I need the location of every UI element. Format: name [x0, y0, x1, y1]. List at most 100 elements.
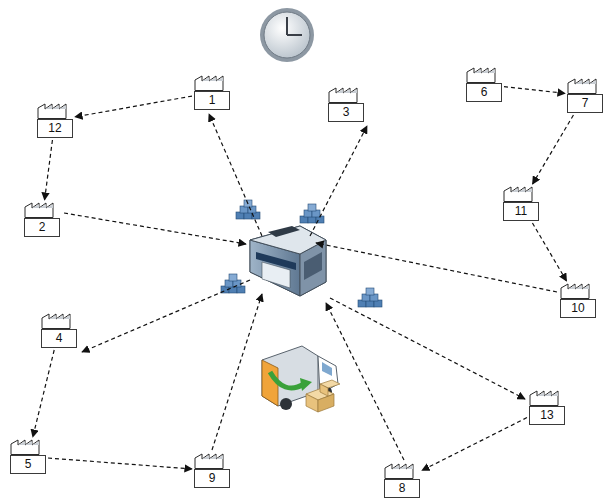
- roof-shade: [45, 106, 66, 110]
- roof-shade: [537, 393, 558, 397]
- factory-icon: [37, 103, 73, 119]
- factory-outline: [42, 314, 70, 329]
- factory-outline: [195, 76, 223, 91]
- roof-shade: [202, 78, 223, 82]
- factory-number: 8: [399, 481, 406, 495]
- roof-shade: [568, 286, 589, 290]
- factory-number: 3: [343, 105, 350, 119]
- factory-number: 5: [25, 457, 32, 471]
- route-connector: [533, 115, 574, 184]
- factory-icon: [567, 78, 603, 94]
- factory-number-box: 3: [328, 103, 364, 122]
- route-connector: [504, 87, 565, 94]
- route-connector: [532, 223, 566, 281]
- factory-number-box: 7: [567, 94, 603, 113]
- factory-node: 12: [37, 103, 73, 138]
- factory-number-box: 1: [194, 91, 230, 110]
- factory-outline: [504, 187, 532, 202]
- factory-icon: [503, 186, 539, 202]
- route-line: [209, 114, 262, 236]
- route-connector: [422, 418, 527, 471]
- factory-number: 4: [56, 331, 63, 345]
- factory-icon: [328, 87, 364, 103]
- factory-icon: [466, 67, 502, 83]
- roof-shade: [49, 316, 70, 320]
- route-connector: [33, 350, 54, 437]
- roof-shade: [575, 81, 596, 85]
- factory-number-box: 4: [41, 329, 77, 348]
- factory-number-box: 12: [37, 119, 73, 138]
- factory-outline: [467, 68, 495, 83]
- factory-node: 9: [194, 453, 230, 488]
- roof-shade: [336, 90, 357, 94]
- factory-node: 3: [328, 87, 364, 122]
- factory-outline: [38, 104, 66, 119]
- roof-shade: [392, 466, 413, 470]
- factory-icon: [194, 75, 230, 91]
- factory-number: 9: [209, 471, 216, 485]
- factory-node: 13: [529, 390, 565, 425]
- route-line: [212, 294, 262, 450]
- factory-outline: [530, 391, 558, 406]
- factory-node: 6: [466, 67, 502, 102]
- factory-number: 12: [48, 121, 61, 135]
- factory-node: 7: [567, 78, 603, 113]
- factory-node: 11: [503, 186, 539, 221]
- route-line: [316, 243, 557, 292]
- factory-node: 1: [194, 75, 230, 110]
- factory-node: 5: [10, 439, 46, 474]
- factory-outline: [195, 454, 223, 469]
- roof-shade: [18, 442, 39, 446]
- factory-number: 6: [481, 85, 488, 99]
- factory-number-box: 6: [466, 83, 502, 102]
- clock: [260, 8, 314, 62]
- factory-outline: [385, 464, 413, 479]
- factory-outline: [329, 88, 357, 103]
- factory-number: 2: [39, 220, 46, 234]
- route-connector: [45, 140, 53, 200]
- route-line: [326, 303, 404, 460]
- route-line: [82, 280, 250, 352]
- factory-node: 4: [41, 313, 77, 348]
- factory-number-box: 5: [10, 455, 46, 474]
- factory-icon: [384, 463, 420, 479]
- delivery-truck: [262, 346, 340, 412]
- factory-node: 10: [560, 283, 596, 318]
- depot-route-lines: [64, 114, 557, 460]
- route-connector: [48, 458, 192, 469]
- factory-outline: [568, 79, 596, 94]
- factory-number-box: 2: [24, 218, 60, 237]
- factory-number: 7: [582, 96, 589, 110]
- goods-stack: [358, 288, 382, 307]
- factory-icon: [560, 283, 596, 299]
- goods-stack: [300, 204, 324, 223]
- factory-icon: [41, 313, 77, 329]
- roof-shade: [474, 70, 495, 74]
- route-connector: [75, 96, 192, 117]
- factory-number: 13: [540, 408, 553, 422]
- factory-node: 8: [384, 463, 420, 498]
- factory-number-box: 13: [529, 406, 565, 425]
- factory-number: 11: [515, 204, 527, 218]
- factory-icon: [10, 439, 46, 455]
- factory-number: 1: [209, 93, 216, 107]
- factory-icon: [24, 202, 60, 218]
- route-line: [64, 213, 246, 244]
- roof-shade: [202, 456, 223, 460]
- route-line: [330, 298, 525, 399]
- warehouse-building: [250, 226, 326, 296]
- factory-icon: [194, 453, 230, 469]
- roof-shade: [511, 189, 532, 193]
- factory-outline: [25, 203, 53, 218]
- factory-number-box: 9: [194, 469, 230, 488]
- factory-icon: [529, 390, 565, 406]
- factory-outline: [561, 284, 589, 299]
- factory-outline: [11, 440, 39, 455]
- factory-number-box: 8: [384, 479, 420, 498]
- roof-shade: [32, 205, 53, 209]
- factory-number-box: 10: [560, 299, 596, 318]
- factory-number: 10: [571, 301, 584, 315]
